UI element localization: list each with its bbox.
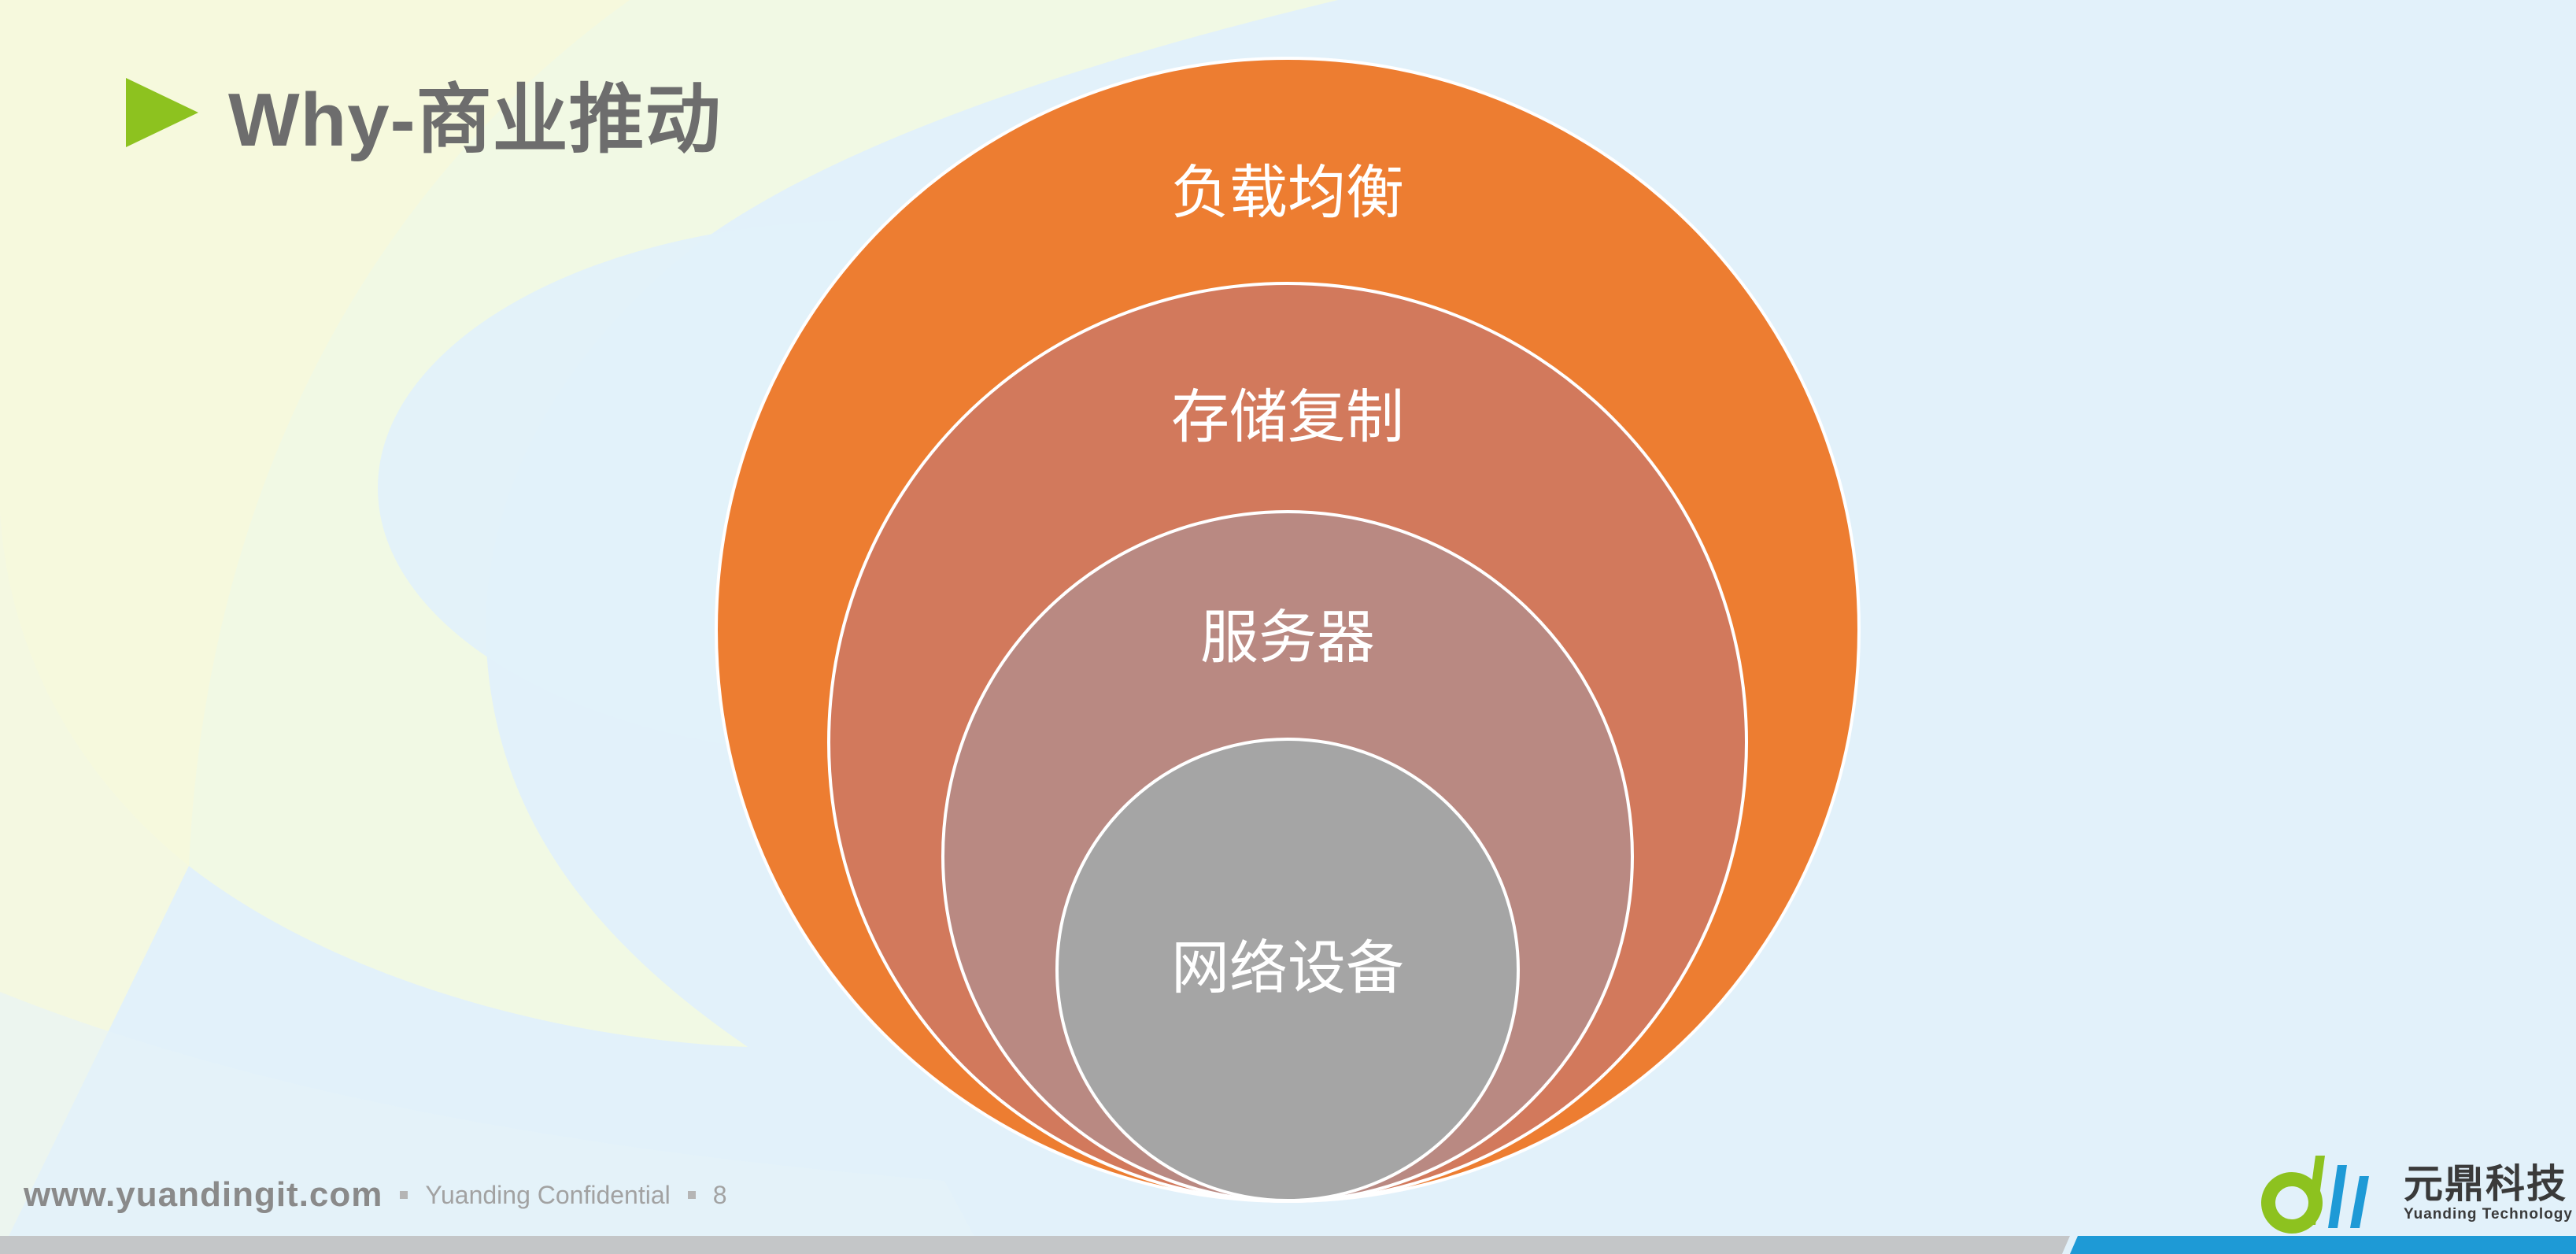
company-logo: 元鼎科技 Yuanding Technology [2259, 1149, 2573, 1236]
footer-url[interactable]: www.yuandingit.com [24, 1175, 383, 1214]
logo-name-en: Yuanding Technology [2404, 1206, 2573, 1223]
footer: www.yuandingit.com Yuanding Confidential… [24, 1171, 727, 1219]
ring-network-device [1055, 738, 1520, 1202]
slide-title: Why-商业推动 [126, 69, 722, 162]
page-number: 8 [712, 1180, 727, 1209]
ring-label-server: 服务器 [1200, 604, 1375, 671]
play-arrow-icon [126, 78, 198, 147]
ring-label-load-balancing: 负载均衡 [1171, 159, 1404, 227]
footer-separator [687, 1191, 696, 1199]
logo-name-cn: 元鼎科技 [2404, 1162, 2567, 1206]
footer-confidential: Yuanding Confidential [425, 1180, 671, 1209]
yuanding-logo-icon [2261, 1156, 2369, 1234]
page-title: Why-商业推动 [228, 77, 722, 162]
ring-label-storage-replication: 存储复制 [1171, 383, 1404, 451]
footer-separator [400, 1191, 408, 1199]
bottom-bar [0, 1236, 2576, 1254]
ring-label-network-device: 网络设备 [1171, 934, 1404, 1002]
